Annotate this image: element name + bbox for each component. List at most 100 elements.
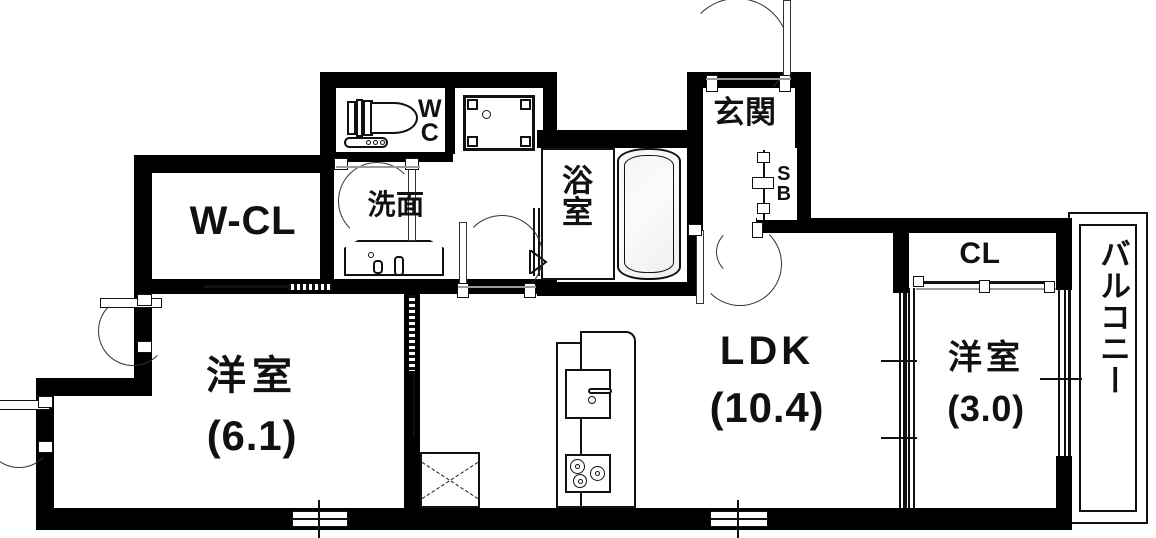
refrigerator-space bbox=[420, 452, 480, 508]
toilet-button-1 bbox=[366, 140, 371, 145]
label-ldk-name: LDK bbox=[719, 329, 815, 373]
wall-sb-east bbox=[795, 145, 811, 233]
bedroom6-exterior-jamb-bottom bbox=[38, 441, 53, 453]
cl-node-3 bbox=[1044, 281, 1055, 293]
ldk-east-rail-b bbox=[905, 293, 907, 508]
wall-ldk-east bbox=[893, 233, 909, 293]
label-wcl: W-CL bbox=[189, 199, 297, 243]
bathtub-inner bbox=[624, 155, 674, 273]
label-bedroom3-size: (3.0) bbox=[947, 388, 1025, 429]
kitchen-faucet bbox=[588, 388, 612, 394]
bedroom6-exterior-jamb-top bbox=[38, 396, 53, 408]
label-cl: CL bbox=[959, 237, 1001, 270]
balcony-sliding-tick bbox=[1040, 378, 1082, 380]
wall-senmen-east bbox=[445, 88, 455, 154]
ldk-hall-jamb bbox=[688, 224, 702, 236]
ldk-hall-door-leaf bbox=[696, 230, 704, 304]
kitchen-drain bbox=[588, 396, 596, 404]
gas-burner-1 bbox=[570, 459, 585, 474]
toilet-bowl bbox=[370, 102, 418, 134]
bath-wall-panel bbox=[541, 148, 615, 280]
room-floor-bedroom3 bbox=[909, 225, 1064, 508]
balcony-sliding-rail-a bbox=[1058, 290, 1060, 456]
bedroom3-sliding-rail-a bbox=[903, 288, 905, 508]
gas-burner-2 bbox=[590, 466, 605, 481]
wall-bedroom3-north bbox=[905, 218, 1072, 233]
toilet-tank-lid bbox=[356, 99, 363, 137]
cl-node-1 bbox=[913, 276, 924, 287]
wall-wcl-north bbox=[134, 155, 334, 173]
washroom-jamb-right bbox=[405, 158, 419, 170]
toilet-tank bbox=[347, 101, 356, 135]
pan-corner-bl bbox=[467, 136, 478, 147]
wall-sb-south bbox=[756, 218, 811, 233]
gas-burner-3 bbox=[573, 474, 587, 488]
wall-genkan-west bbox=[687, 72, 703, 146]
balcony-outline-inner bbox=[1079, 224, 1137, 512]
wall-genkan-east bbox=[795, 72, 811, 146]
wall-bedroom3-east-upper bbox=[1056, 218, 1072, 290]
bedroom3-sliding-rail-c bbox=[913, 288, 915, 508]
label-ldk-size: (10.4) bbox=[709, 384, 825, 431]
vanity-handle bbox=[394, 256, 404, 276]
pan-drain-hole bbox=[482, 110, 491, 119]
wcl-closet-rod bbox=[204, 285, 288, 288]
sb-node-3 bbox=[757, 203, 770, 214]
label-sb: SB bbox=[776, 163, 792, 205]
laundry-door-arc bbox=[461, 215, 543, 297]
balcony-sliding-rail-b bbox=[1064, 290, 1066, 456]
south-window-right-rail bbox=[710, 518, 768, 520]
ldk-east-rail-a bbox=[899, 293, 901, 508]
vanity-faucet bbox=[373, 260, 383, 274]
bedroom6-jamb-bottom bbox=[137, 341, 152, 353]
pan-corner-tl bbox=[467, 99, 478, 110]
bedroom6-partition-hatch bbox=[409, 295, 415, 371]
label-genkan: 玄関 bbox=[713, 95, 777, 131]
toilet-button-2 bbox=[373, 140, 378, 145]
entrance-door-arc bbox=[685, 0, 789, 102]
room-floor-wcl bbox=[152, 166, 334, 279]
bedroom3-sliding-rail-b bbox=[908, 288, 910, 508]
wall-bedroom6-ldk-partition bbox=[404, 294, 420, 510]
entrance-door-leaf bbox=[783, 0, 791, 76]
pan-corner-br bbox=[520, 136, 531, 147]
label-bedroom3-name: 洋室 bbox=[948, 338, 1024, 378]
laundry-threshold bbox=[458, 286, 536, 288]
balcony-sliding-rail-c bbox=[1069, 290, 1071, 456]
laundry-door-leaf bbox=[459, 222, 467, 292]
bedroom6-door-arc bbox=[98, 296, 168, 366]
kitchen-sink bbox=[565, 369, 611, 419]
bedroom6-partition-line bbox=[413, 371, 415, 436]
wall-south-exterior bbox=[36, 508, 1072, 530]
wall-wc-west bbox=[320, 72, 336, 160]
sb-node-2 bbox=[752, 177, 774, 189]
room-floor-ldk bbox=[404, 280, 909, 508]
label-wc: WC bbox=[417, 95, 443, 147]
label-bedroom6-size: (6.1) bbox=[206, 412, 298, 459]
label-balcony: バルコニー bbox=[1094, 238, 1130, 397]
wall-wcl-east bbox=[320, 155, 334, 294]
wall-bath-north bbox=[537, 130, 703, 148]
wall-bath-south bbox=[537, 282, 703, 296]
wall-wc-north bbox=[320, 72, 553, 88]
ldk-hall-door-arc bbox=[698, 222, 782, 306]
sb-node-1 bbox=[757, 152, 770, 163]
toilet-button-3 bbox=[380, 140, 385, 145]
south-window-left-rail bbox=[292, 518, 348, 520]
washroom-threshold bbox=[336, 166, 420, 168]
wall-west-jog bbox=[36, 378, 152, 396]
pan-corner-tr bbox=[520, 99, 531, 110]
label-senmen: 洗面 bbox=[367, 188, 425, 221]
washroom-jamb-left bbox=[334, 158, 348, 170]
bedroom6-door-leaf bbox=[100, 298, 162, 308]
wall-wc-south-divider bbox=[334, 152, 453, 162]
entrance-threshold bbox=[706, 78, 791, 80]
label-bedroom6-name: 洋室 bbox=[206, 353, 298, 399]
cl-node-2 bbox=[979, 280, 990, 293]
vanity-drain bbox=[368, 252, 374, 258]
bedroom6-jamb-top bbox=[137, 294, 152, 306]
label-yokushitsu: 浴室 bbox=[556, 164, 592, 228]
washroom-door-arc bbox=[338, 162, 416, 240]
wcl-closet-hatch bbox=[288, 284, 332, 290]
